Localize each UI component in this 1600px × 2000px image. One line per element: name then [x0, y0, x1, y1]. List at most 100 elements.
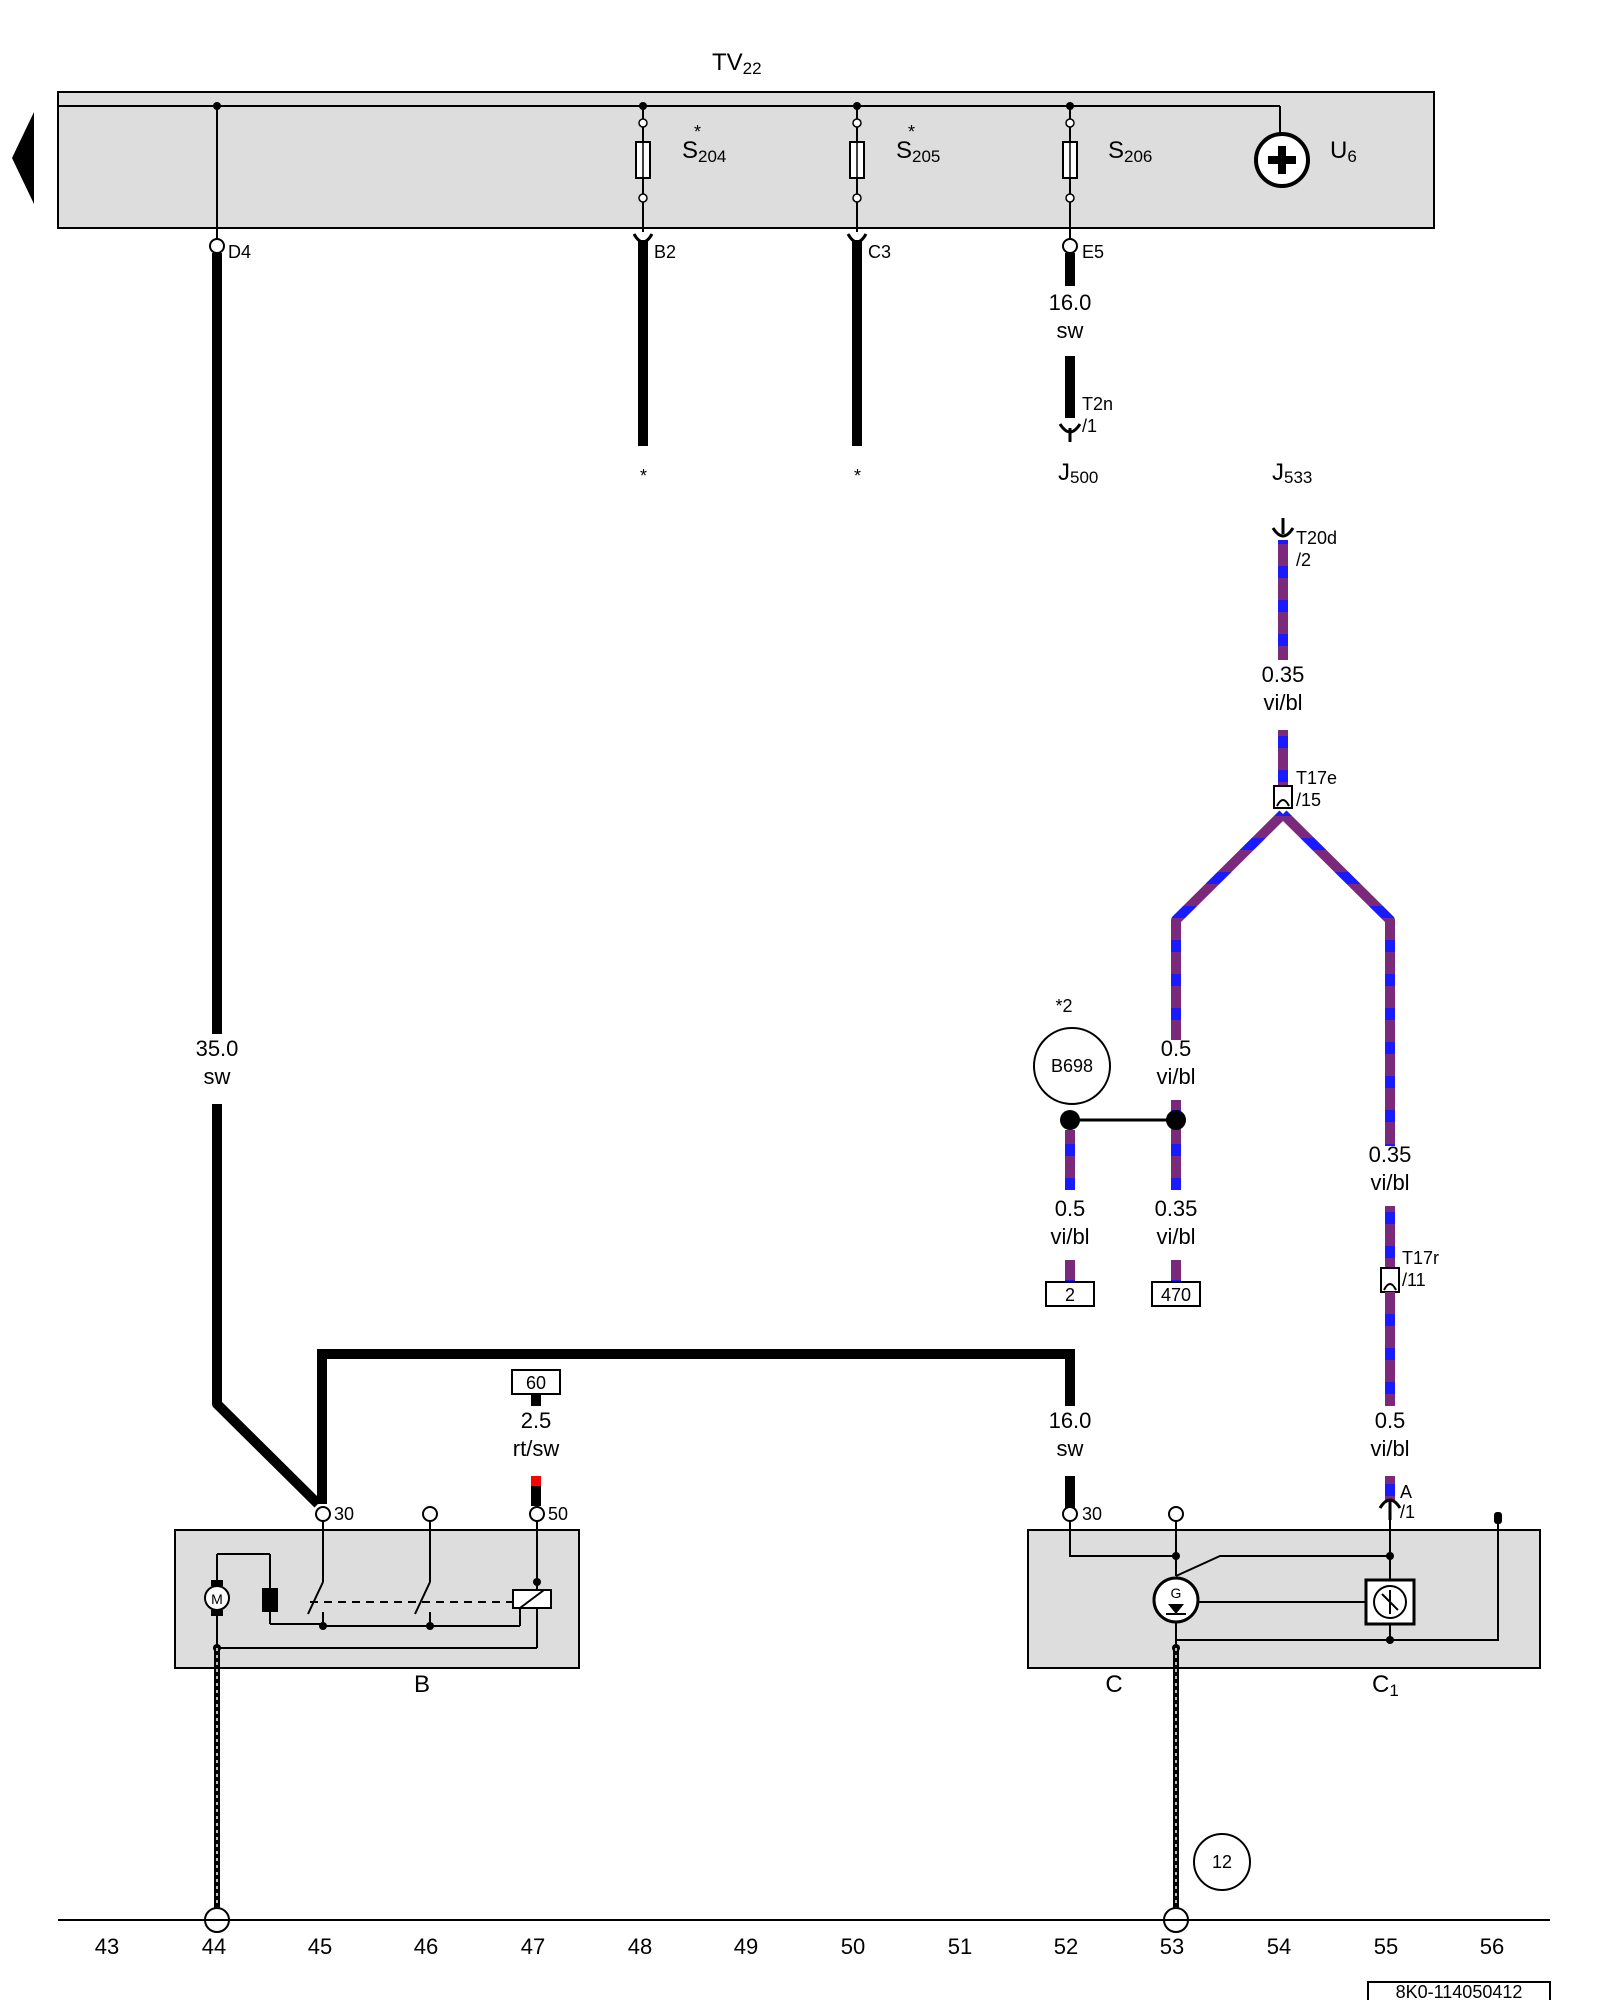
wire-j533-color: vi/bl — [1263, 690, 1302, 715]
fuse-s204 — [635, 102, 651, 232]
regulator-label: C1 — [1372, 1671, 1399, 1700]
connector-t20d — [1271, 518, 1295, 538]
wire-d4-color: sw — [204, 1064, 231, 1089]
scale-label: 43 — [95, 1934, 119, 1959]
wire-b698-size: 0.5 — [1055, 1196, 1086, 1221]
wire-50-size: 2.5 — [521, 1408, 552, 1433]
alternator-label: C — [1105, 1671, 1122, 1698]
wire-split-network — [1171, 810, 1395, 1268]
c3-end-star: * — [854, 466, 861, 486]
wire-d4-starter — [212, 253, 322, 1508]
ground-ref-label: 12 — [1212, 1852, 1232, 1872]
ground-ref-circle[interactable] — [1193, 1833, 1251, 1891]
fuse-s205-star: * — [908, 122, 915, 142]
wire-left-branch-size: 0.5 — [1161, 1036, 1192, 1061]
scale-label: 55 — [1374, 1934, 1398, 1959]
top-panel-box — [57, 91, 1435, 229]
starter-b — [174, 1506, 580, 1669]
scale-label: 54 — [1267, 1934, 1291, 1959]
pin-d4-terminal — [209, 238, 225, 254]
connector-t17e — [1273, 785, 1293, 809]
wire-right-branch-size: 0.35 — [1369, 1142, 1412, 1167]
a1-name: A — [1400, 1482, 1412, 1502]
b698-circle — [1033, 1027, 1111, 1105]
alternator-pin-30 — [1062, 1506, 1078, 1522]
wire-e5-size: 16.0 — [1049, 290, 1092, 315]
wire-470-size: 0.35 — [1155, 1196, 1198, 1221]
t2n-name: T2n — [1082, 394, 1113, 414]
t17e-pin: /15 — [1296, 790, 1321, 810]
scale-label: 45 — [308, 1934, 332, 1959]
b2-end-star: * — [640, 466, 647, 486]
starter-pin-50-label: 50 — [548, 1504, 568, 1524]
fuse-s204-star: * — [694, 122, 701, 142]
t20d-name: T20d — [1296, 528, 1337, 548]
b698-label: B698 — [1051, 1056, 1093, 1076]
ref-box-60-label: 60 — [526, 1373, 546, 1393]
scale-label: 49 — [734, 1934, 758, 1959]
bottom-scale: 43 44 45 46 47 48 49 50 51 52 53 54 55 5… — [95, 1934, 1504, 1959]
j533-label: J533 — [1272, 459, 1312, 487]
wire-e5-color: sw — [1057, 318, 1084, 343]
b698-note: *2 — [1055, 996, 1072, 1016]
ground-wires — [204, 1648, 1189, 1933]
pin-b2-label: B2 — [654, 242, 676, 262]
starter-label: B — [414, 1671, 430, 1698]
wire-left-branch-color: vi/bl — [1156, 1064, 1195, 1089]
fuse-s205 — [849, 102, 865, 232]
doc-code: 8K0-114050412 — [1396, 1982, 1523, 2000]
starter-pin-50 — [529, 1506, 545, 1522]
pin-e5-label: E5 — [1082, 242, 1104, 262]
plus-circle-icon — [1254, 132, 1310, 188]
starter-pin-30 — [315, 1506, 331, 1522]
alternator-c — [1027, 1506, 1541, 1669]
starter-pin-30-label: 30 — [334, 1504, 354, 1524]
tv22-title: TV22 — [712, 49, 762, 78]
fuse-s205-label: S205 — [896, 137, 940, 166]
pin-c3-label: C3 — [868, 242, 891, 262]
connector-t17r — [1380, 1267, 1400, 1293]
ref-box-2-label: 2 — [1065, 1285, 1075, 1305]
ref-box-2[interactable] — [1045, 1281, 1095, 1307]
fuse-s206 — [1062, 102, 1078, 238]
ref-box-470-label: 470 — [1161, 1285, 1191, 1305]
wire-e5-j500 — [1058, 238, 1082, 442]
j500-label: J500 — [1058, 459, 1098, 487]
wire-bridge-size: 16.0 — [1049, 1408, 1092, 1433]
scale-label: 47 — [521, 1934, 545, 1959]
connector-c3 — [846, 233, 868, 446]
scale-label: 52 — [1054, 1934, 1078, 1959]
wire-bridge-color: sw — [1057, 1436, 1084, 1461]
wire-j533-size: 0.35 — [1262, 662, 1305, 687]
fuse-s206-label: S206 — [1108, 137, 1152, 166]
t17e-name: T17e — [1296, 768, 1337, 788]
left-triangle-icon[interactable] — [12, 112, 34, 204]
ref-box-470[interactable] — [1151, 1281, 1201, 1307]
scale-label: 51 — [948, 1934, 972, 1959]
alternator-pin-30-label: 30 — [1082, 1504, 1102, 1524]
scale-label: 48 — [628, 1934, 652, 1959]
wire-right-branch-color: vi/bl — [1370, 1170, 1409, 1195]
b698-splice — [1060, 1110, 1186, 1282]
t2n-pin: /1 — [1082, 416, 1097, 436]
t17r-name: T17r — [1402, 1248, 1439, 1268]
wire-c1-size: 0.5 — [1375, 1408, 1406, 1433]
field-coil-icon — [262, 1588, 278, 1612]
wire-470-color: vi/bl — [1156, 1224, 1195, 1249]
wire-d4-size: 35.0 — [196, 1036, 239, 1061]
scale-label: 50 — [841, 1934, 865, 1959]
a1-pin: /1 — [1400, 1502, 1415, 1522]
fuse-s204-label: S204 — [682, 137, 726, 166]
fuse-carrier-tv22: TV22 U6 D4 * S204 — [12, 49, 1435, 262]
wire-c1-color: vi/bl — [1370, 1436, 1409, 1461]
doc-code-box — [1367, 1981, 1551, 2000]
generator-label: G — [1171, 1585, 1182, 1601]
wire-b698-color: vi/bl — [1050, 1224, 1089, 1249]
wire-t17r-c1 — [1378, 1292, 1402, 1520]
scale-label: 46 — [414, 1934, 438, 1959]
scale-label: 53 — [1160, 1934, 1184, 1959]
wire-50 — [511, 1369, 561, 1506]
alternator-box — [1027, 1529, 1541, 1669]
connector-b2 — [632, 233, 654, 446]
